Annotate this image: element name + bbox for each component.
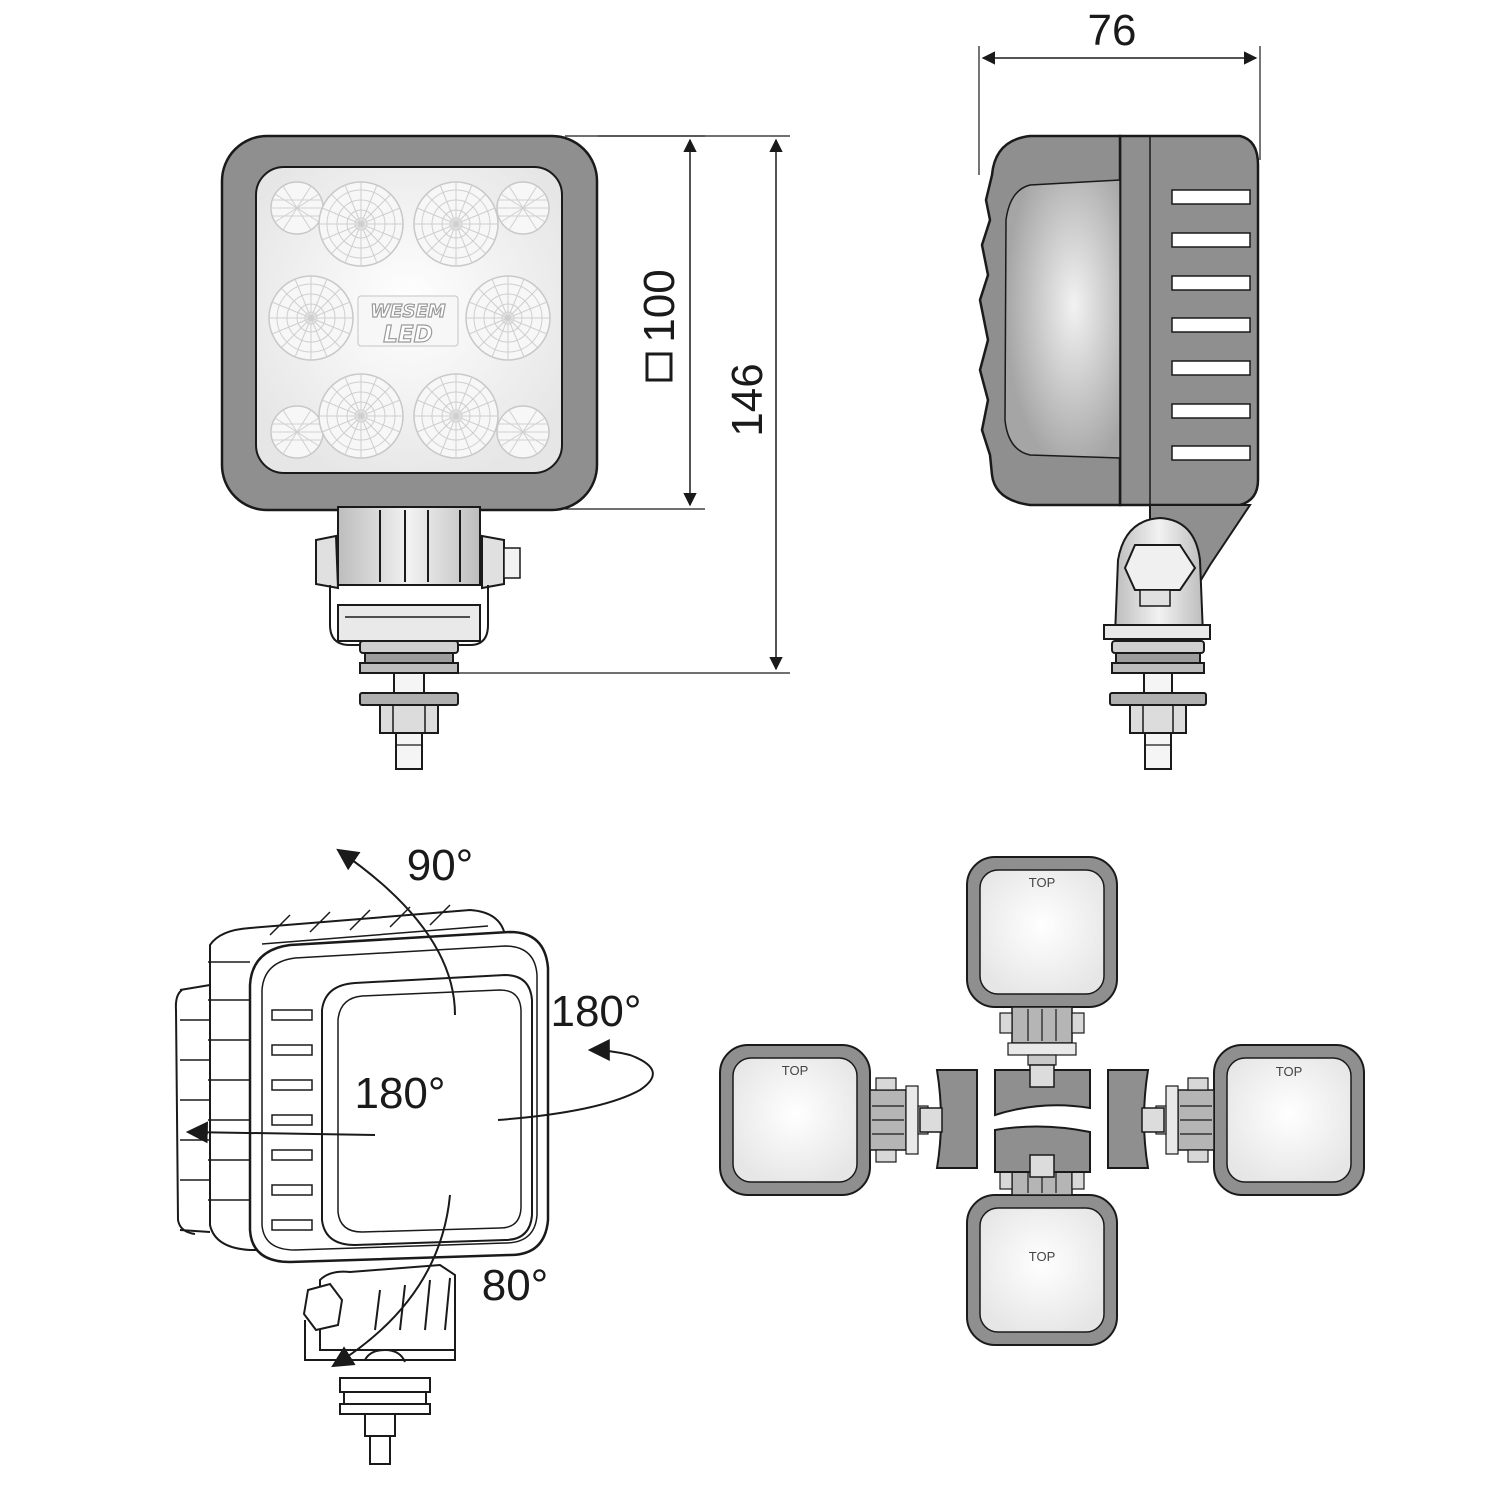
top-label-down: TOP	[1029, 1249, 1056, 1264]
cooling-fins	[1171, 189, 1251, 461]
tilt-up-arrow	[336, 848, 456, 1016]
dimension-146: 146	[458, 135, 790, 674]
tilt-down-arrow	[331, 1194, 451, 1368]
dim-square-size: 100	[635, 269, 684, 342]
side-view: 76	[978, 6, 1261, 770]
square-symbol	[645, 352, 673, 382]
mount-lamp-left: TOP	[719, 1044, 929, 1196]
side-lens	[1004, 179, 1121, 459]
mount-lamp-bottom: TOP	[966, 1136, 1118, 1346]
rotate-right-arrow	[497, 1039, 654, 1121]
rotation-view: 90° 180° 180° 80°	[174, 841, 654, 1465]
rotate-left-arrow	[185, 1121, 376, 1144]
dimension-76: 76	[978, 6, 1261, 175]
mounting-surfaces	[935, 1069, 1150, 1173]
angle-rotate-right: 180°	[550, 987, 641, 1036]
top-label-left: TOP	[782, 1063, 809, 1078]
mount-lamp-right: TOP	[1155, 1044, 1365, 1196]
dim-depth: 76	[1088, 6, 1137, 55]
brand-logo: WESEM LED	[357, 295, 459, 349]
angle-rotate-center: 180°	[354, 1069, 445, 1118]
side-bracket	[1103, 504, 1252, 770]
front-view: WESEM LED	[220, 134, 790, 770]
brand-line2: LED	[383, 322, 432, 348]
angle-tilt-top: 90°	[407, 841, 474, 890]
mounting-orientations: TOP TOP TOP TOP	[719, 856, 1365, 1346]
top-label-right: TOP	[1276, 1064, 1303, 1079]
top-label-up: TOP	[1029, 875, 1056, 890]
dim-total-height: 146	[723, 363, 772, 436]
mount-lamp-top: TOP	[966, 856, 1118, 1066]
front-bracket	[315, 506, 521, 770]
angle-tilt-bottom: 80°	[482, 1261, 549, 1310]
brand-line1: WESEM	[370, 301, 445, 322]
bezel-fins	[271, 1009, 313, 1231]
